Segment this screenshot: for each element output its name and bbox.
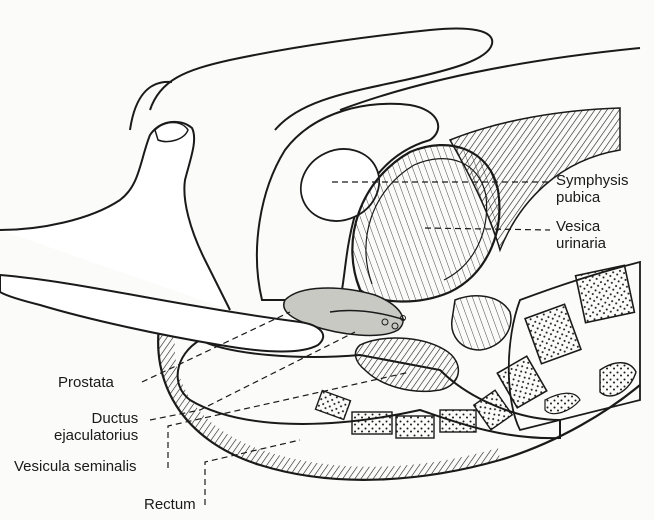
label-vesicula-seminalis: Vesicula seminalis — [14, 458, 137, 475]
label-rectum: Rectum — [144, 496, 196, 513]
label-ductus-ejaculatorius: Ductus ejaculatorius — [54, 410, 138, 444]
abdominal-wall — [340, 48, 640, 110]
label-symphysis-line1: Symphysis — [556, 172, 629, 189]
seminal-vesicle-upper — [452, 296, 511, 350]
label-vesica-line1: Vesica — [556, 218, 606, 235]
label-symphysis-pubica: Symphysis pubica — [556, 172, 629, 206]
label-ductus-line2: ejaculatorius — [54, 427, 138, 444]
label-ductus-line1: Ductus — [54, 410, 138, 427]
label-vesica-line2: urinaria — [556, 235, 606, 252]
label-symphysis-line2: pubica — [556, 189, 629, 206]
label-vesica-urinaria: Vesica urinaria — [556, 218, 606, 252]
label-prostata: Prostata — [58, 374, 114, 391]
